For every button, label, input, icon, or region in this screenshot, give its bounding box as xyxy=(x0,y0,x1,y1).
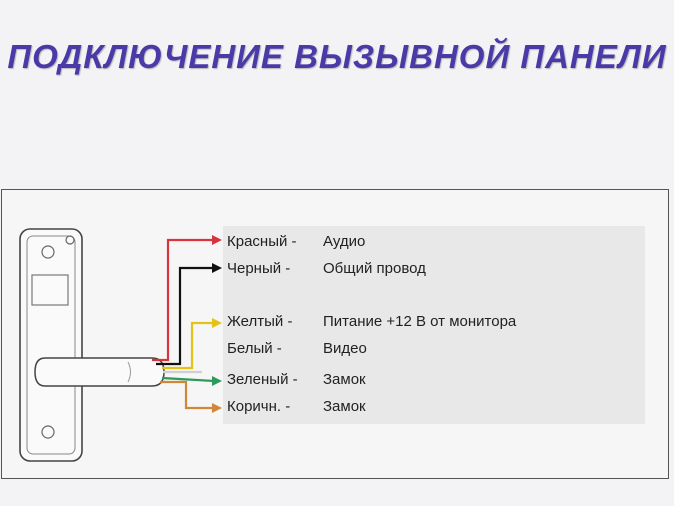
panel-screw-top-right xyxy=(65,235,75,245)
wire-label-black: Черный - xyxy=(227,260,291,277)
arrow-red xyxy=(212,235,222,245)
wire-green xyxy=(161,376,215,383)
wire-black xyxy=(156,266,214,366)
wire-label-red: Красный - xyxy=(227,233,297,250)
panel-camera-window xyxy=(31,274,69,306)
wire-function-black: Общий провод xyxy=(323,260,426,277)
wire-red xyxy=(152,238,214,362)
wire-label-yellow: Желтый - xyxy=(227,313,293,330)
arrow-green xyxy=(212,376,222,386)
wire-yellow xyxy=(162,321,214,370)
panel-screw-top-left xyxy=(41,245,55,259)
legend-background xyxy=(223,226,645,424)
wire-function-yellow: Питание +12 В от монитора xyxy=(323,313,517,330)
wire-label-brown: Коричн. - xyxy=(227,398,291,415)
wire-brown xyxy=(160,380,214,410)
wires xyxy=(152,238,215,410)
wire-function-white: Видео xyxy=(323,340,367,357)
wire-label-green: Зеленый - xyxy=(227,371,298,388)
cable-sheath xyxy=(34,357,165,387)
arrow-black xyxy=(212,263,222,273)
arrow-brown xyxy=(212,403,222,413)
panel-screw-bottom xyxy=(41,425,55,439)
wire-function-brown: Замок xyxy=(323,398,366,415)
arrowheads xyxy=(212,235,222,413)
call-panel xyxy=(19,228,83,462)
wire-function-green: Замок xyxy=(323,371,366,388)
arrow-yellow xyxy=(212,318,222,328)
diagram-title: ПОДКЛЮЧЕНИЕ ВЫЗЫВНОЙ ПАНЕЛИ xyxy=(7,38,667,75)
wire-function-red: Аудио xyxy=(323,233,366,250)
wire-label-white: Белый - xyxy=(227,340,282,357)
